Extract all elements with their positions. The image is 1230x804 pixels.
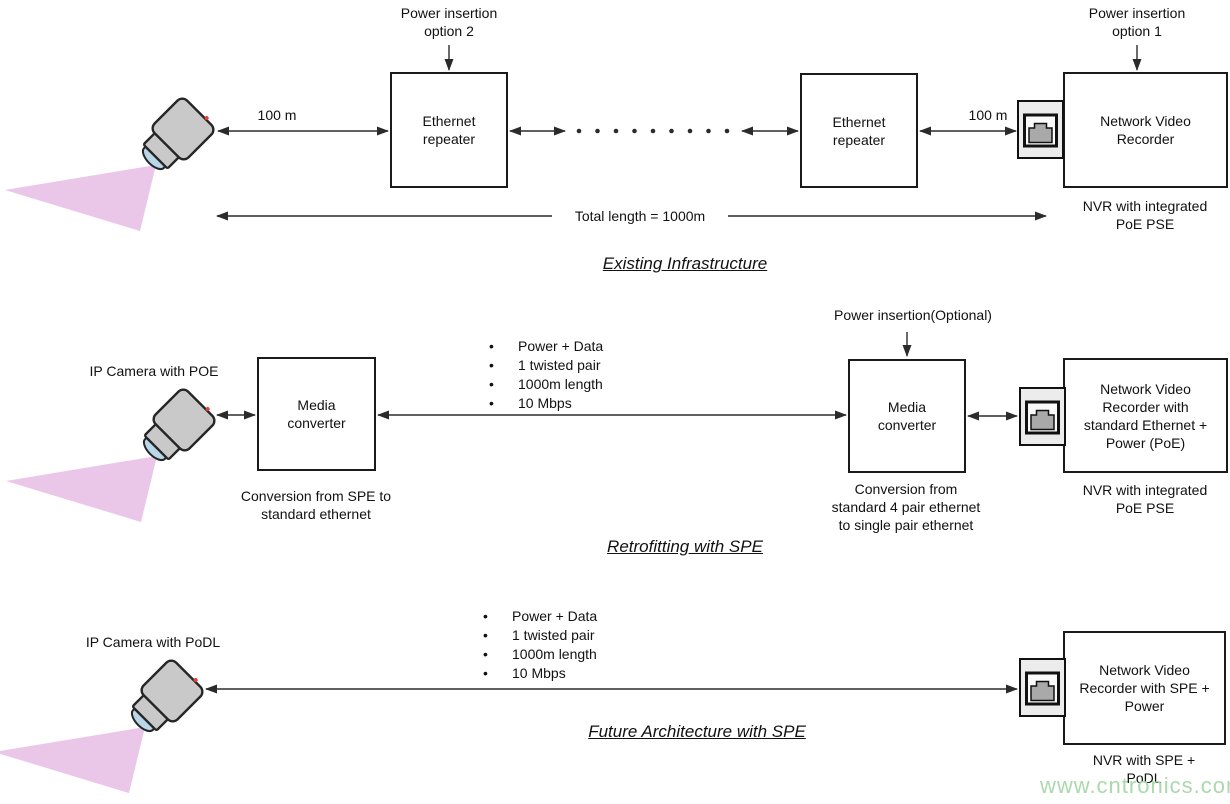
spec-list-retrofit: • Power + Data • 1 twisted pair • 1000m … [489,336,603,412]
ip-camera-icon [6,388,216,522]
box-label: Ethernet repeater [832,113,886,148]
power-insertion-option-1-label: Power insertion option 1 [1088,5,1186,39]
media-converter-2-caption: Conversion from standard 4 pair ethernet… [831,481,981,533]
bullet-icon: • [483,626,488,643]
list-item: • 10 Mbps [483,663,597,682]
distance-label-repeater-nvr: 100 m [968,107,1008,123]
section-title-future: Future Architecture with SPE [588,722,806,741]
spec-text: 10 Mbps [518,394,572,411]
list-item: • 10 Mbps [489,393,603,412]
power-insertion-option-2-label: Power insertion option 2 [400,5,498,39]
rj45-port-icon [1019,658,1066,717]
nvr-caption-retrofit: NVR with integrated PoE PSE [1082,482,1208,516]
rj45-port-icon [1019,387,1066,446]
spec-text: 1 twisted pair [518,356,601,373]
bullet-icon: • [483,645,488,662]
rj45-port-icon [1017,100,1064,159]
power-insertion-optional-label: Power insertion(Optional) [834,307,992,323]
bullet-icon: • [489,394,494,411]
network-video-recorder-box-existing: Network Video Recorder [1063,72,1228,188]
bullet-icon: • [483,664,488,681]
bullet-icon: • [483,607,488,624]
network-video-recorder-box-retrofit: Network Video Recorder with standard Eth… [1063,358,1228,473]
section-title-retrofit: Retrofitting with SPE [607,537,763,556]
total-length-label: Total length = 1000m [574,208,706,224]
spec-text: 10 Mbps [512,664,566,681]
network-video-recorder-box-future: Network Video Recorder with SPE + Power [1063,631,1226,745]
media-converter-1-caption: Conversion from SPE to standard ethernet [240,488,392,522]
watermark: www.cntronics.com [1040,773,1230,798]
list-item: • 1 twisted pair [483,625,597,644]
box-label: Media converter [877,399,937,433]
ip-camera-icon [5,97,215,231]
nvr-caption-existing: NVR with integrated PoE PSE [1082,198,1208,232]
bullet-icon: • [489,337,494,354]
media-converter-2-box: Media converter [848,359,966,473]
box-label: Network Video Recorder with SPE + Power [1079,662,1210,714]
bullet-icon: • [489,375,494,392]
list-item: • Power + Data [483,606,597,625]
ellipsis-dots [576,128,730,134]
nvr-caption-future: NVR with SPE + PoDL [1092,752,1196,786]
ip-camera-poe-label: IP Camera with POE [89,363,219,379]
spec-list-future: • Power + Data • 1 twisted pair • 1000m … [483,606,597,682]
section-title-existing: Existing Infrastructure [602,254,768,273]
ip-camera-icon [0,659,204,793]
ethernet-repeater-1-box: Ethernet repeater [390,72,508,188]
box-label: Network Video Recorder [1100,113,1191,147]
spec-text: Power + Data [518,337,604,354]
media-converter-1-box: Media converter [257,357,376,471]
list-item: • 1 twisted pair [489,355,603,374]
ethernet-repeater-2-box: Ethernet repeater [800,73,918,188]
list-item: • 1000m length [489,374,603,393]
spec-text: 1000m length [518,375,603,392]
spec-text: Power + Data [512,607,598,624]
spec-text: 1 twisted pair [512,626,595,643]
box-label: Network Video Recorder with standard Eth… [1083,380,1208,451]
ip-camera-podl-label: IP Camera with PoDL [85,634,221,650]
list-item: • Power + Data [489,336,603,355]
list-item: • 1000m length [483,644,597,663]
distance-label-camera-repeater: 100 m [257,107,297,123]
spec-text: 1000m length [512,645,597,662]
box-label: Media converter [287,397,346,431]
box-label: Ethernet repeater [422,113,476,147]
bullet-icon: • [489,356,494,373]
